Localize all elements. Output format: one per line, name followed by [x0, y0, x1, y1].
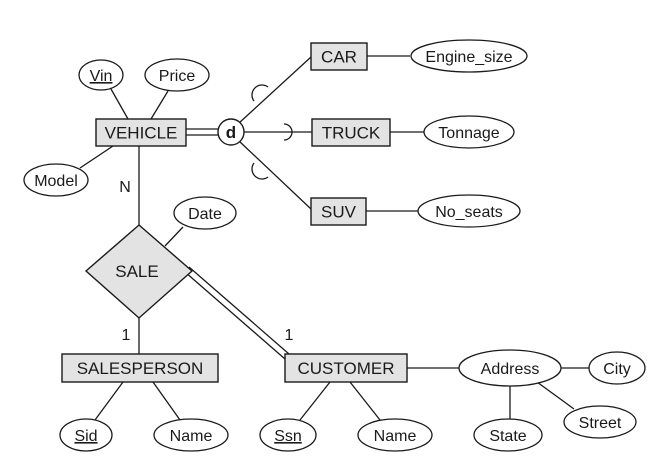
attribute-model-label: Model [34, 173, 78, 190]
attribute-city: City [588, 351, 646, 385]
attribute-model: Model [23, 163, 89, 197]
attribute-vin-label: Vin [90, 68, 113, 85]
attribute-price: Price [144, 58, 210, 92]
attribute-price-label: Price [159, 68, 196, 85]
entity-salesperson-label: SALESPERSON [77, 359, 204, 378]
subset-symbol-truck [283, 123, 293, 141]
attribute-ssn-label: Ssn [274, 428, 302, 445]
line-salesperson-sid [94, 381, 124, 421]
relationship-sale: SALE [84, 224, 194, 319]
cardinality-salesperson-sale: 1 [122, 327, 131, 344]
line-salesperson-name [152, 381, 181, 421]
line-price-vehicle [150, 90, 169, 120]
attribute-state-label: State [489, 428, 526, 445]
entity-customer-label: CUSTOMER [298, 359, 395, 378]
disjoint-marker: d [226, 123, 236, 142]
entity-car: CAR [310, 42, 368, 71]
entity-truck-label: TRUCK [322, 124, 381, 143]
attribute-salesperson-name-label: Name [170, 428, 213, 445]
entity-vehicle-label: VEHICLE [105, 124, 178, 143]
attribute-tonnage: Tonnage [423, 115, 515, 149]
entity-suv-label: SUV [321, 203, 357, 222]
entity-car-label: CAR [321, 48, 357, 67]
attribute-customer-name: Name [357, 418, 433, 452]
cardinality-vehicle-sale: N [119, 179, 131, 196]
attribute-state: State [473, 418, 543, 452]
line-customer-ssn [299, 381, 331, 421]
line-d-suv [238, 140, 312, 210]
line-d-car [238, 56, 312, 124]
entity-vehicle: VEHICLE [95, 118, 187, 147]
line-sale-customer-1 [188, 266, 290, 355]
attribute-engine-size: Engine_size [410, 39, 528, 73]
line-date-sale [164, 226, 184, 247]
entity-salesperson: SALESPERSON [61, 353, 219, 383]
line-model-vehicle [79, 145, 114, 169]
attribute-date-label: Date [188, 206, 222, 223]
cardinality-customer-sale: 1 [285, 327, 294, 344]
line-customer-name [349, 381, 381, 421]
entity-customer: CUSTOMER [284, 353, 408, 383]
entity-truck: TRUCK [311, 118, 391, 147]
line-sale-customer-2 [184, 271, 286, 360]
line-vin-vehicle [110, 88, 129, 120]
attribute-street: Street [563, 405, 637, 439]
subset-symbol-car [251, 84, 269, 102]
attribute-sid: Sid [59, 418, 113, 452]
attribute-date: Date [173, 196, 237, 230]
attribute-city-label: City [603, 361, 631, 378]
attribute-engine-size-label: Engine_size [425, 49, 512, 66]
attribute-tonnage-label: Tonnage [438, 125, 499, 142]
attribute-no-seats-label: No_seats [435, 204, 503, 221]
line-address-street [536, 381, 575, 410]
relationship-sale-label: SALE [115, 262, 158, 281]
attribute-sid-label: Sid [74, 428, 97, 445]
attribute-salesperson-name: Name [153, 418, 229, 452]
attribute-no-seats: No_seats [417, 194, 521, 228]
specialization-circle: d [217, 118, 245, 146]
connector-lines [79, 55, 589, 421]
entity-suv: SUV [310, 197, 367, 226]
subset-symbol-suv [251, 162, 269, 180]
attribute-address-label: Address [481, 361, 540, 378]
attribute-vin: Vin [78, 59, 124, 91]
attribute-address: Address [458, 349, 562, 387]
attribute-ssn: Ssn [259, 418, 317, 452]
attribute-customer-name-label: Name [374, 428, 417, 445]
attribute-street-label: Street [579, 415, 622, 432]
